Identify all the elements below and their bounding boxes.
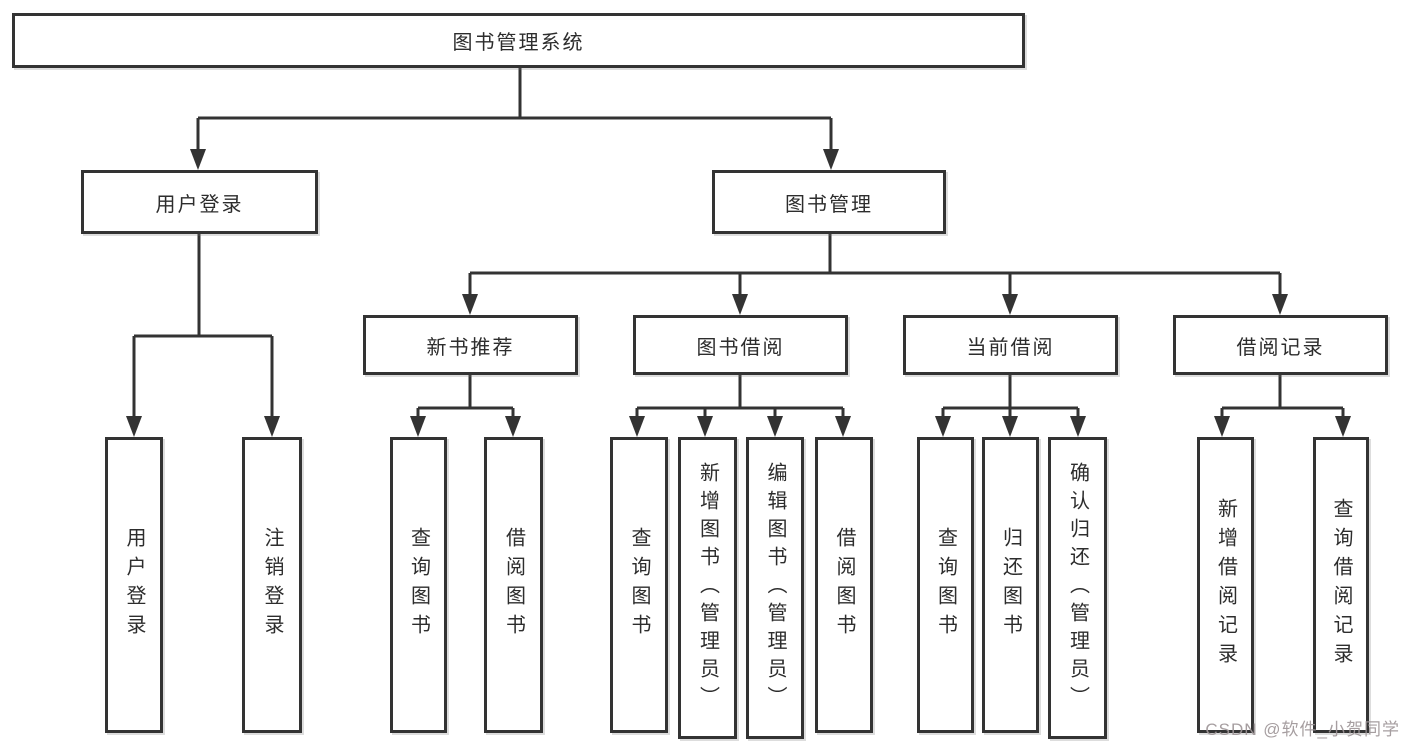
node-new-book-recommendation: 新书推荐: [363, 315, 578, 375]
leaf-borrow-books-recommendation: 借阅图书: [484, 437, 543, 733]
leaf-label: 注销登录: [261, 527, 283, 643]
node-label: 借阅记录: [1236, 336, 1325, 359]
leaf-confirm-return-admin: 确认归还（管理员）: [1048, 437, 1107, 739]
leaf-add-borrowing-record: 新增借阅记录: [1197, 437, 1254, 733]
leaf-query-books-recommendation: 查询图书: [390, 437, 447, 733]
leaf-query-books-current: 查询图书: [917, 437, 974, 733]
node-current-borrowing: 当前借阅: [903, 315, 1118, 375]
node-label: 图书管理: [785, 193, 873, 216]
leaf-label: 新增借阅记录: [1214, 498, 1237, 672]
node-label: 图书管理系统: [452, 32, 585, 54]
node-user-login: 用户登录: [81, 170, 318, 234]
leaf-label: 查询图书: [934, 527, 957, 643]
leaf-label: 归还图书: [999, 527, 1022, 643]
node-borrowing-records: 借阅记录: [1173, 315, 1388, 375]
leaf-query-books-borrowing: 查询图书: [610, 437, 668, 733]
leaf-label: 用户登录: [123, 527, 145, 643]
node-label: 新书推荐: [426, 336, 515, 359]
leaf-query-borrowing-record: 查询借阅记录: [1313, 437, 1369, 733]
leaf-logout: 注销登录: [242, 437, 302, 733]
csdn-watermark: CSDN @软件_小贺同学: [1205, 720, 1400, 739]
leaf-label: 借阅图书: [833, 527, 855, 643]
node-label: 图书借阅: [696, 336, 785, 359]
leaf-user-login: 用户登录: [105, 437, 163, 733]
leaf-label: 新增图书（管理员）: [696, 462, 719, 714]
node-label: 用户登录: [155, 193, 244, 216]
leaf-label: 查询图书: [628, 527, 650, 643]
leaf-label: 查询图书: [407, 527, 430, 643]
leaf-borrow-books-borrowing: 借阅图书: [815, 437, 873, 733]
leaf-label: 确认归还（管理员）: [1066, 462, 1089, 714]
leaf-label: 查询借阅记录: [1330, 498, 1352, 672]
leaf-edit-books-admin: 编辑图书（管理员）: [746, 437, 804, 739]
leaf-add-books-admin: 新增图书（管理员）: [678, 437, 737, 739]
node-library-management-system: 图书管理系统: [12, 13, 1025, 68]
leaf-label: 编辑图书（管理员）: [764, 462, 786, 714]
node-book-management: 图书管理: [712, 170, 946, 234]
node-book-borrowing: 图书借阅: [633, 315, 848, 375]
leaf-return-books: 归还图书: [982, 437, 1039, 733]
node-label: 当前借阅: [966, 336, 1055, 359]
leaf-label: 借阅图书: [502, 527, 525, 643]
